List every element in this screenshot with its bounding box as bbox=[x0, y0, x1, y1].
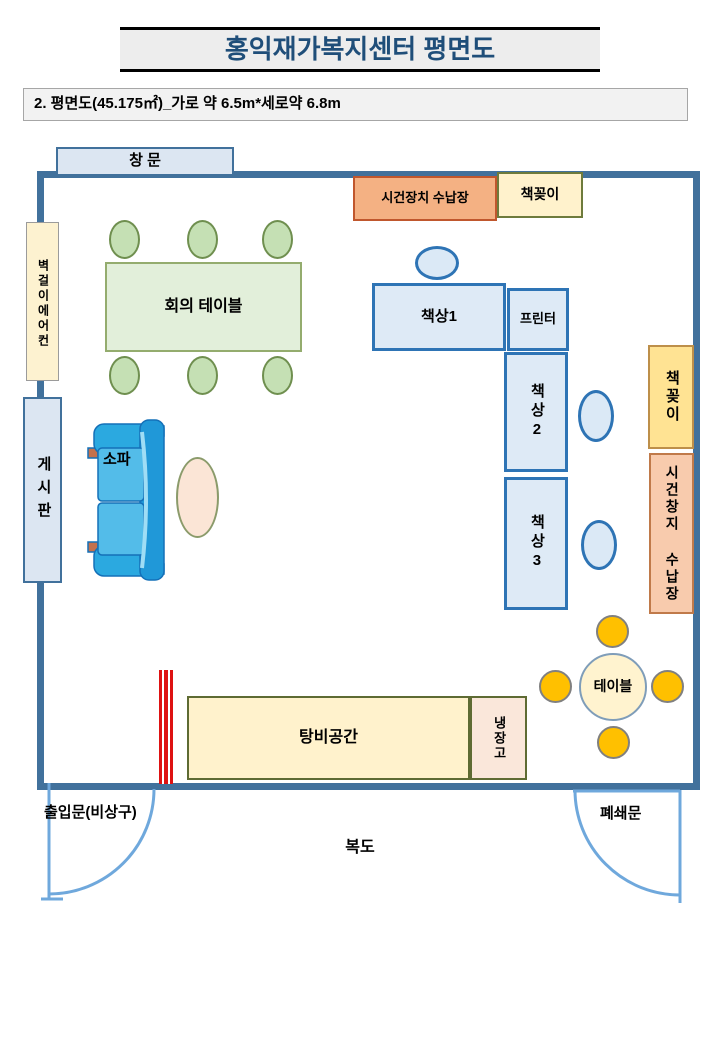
wall-air-conditioner-box: 벽걸이에어컨 bbox=[26, 222, 59, 381]
window-box: 창 문 bbox=[56, 147, 234, 176]
meeting-chair bbox=[187, 220, 218, 259]
desk3-box: 책상3 bbox=[504, 477, 568, 610]
closed-door-label: 폐쇄문 bbox=[600, 805, 642, 822]
table-chair bbox=[651, 670, 684, 703]
page-title: 홍익재가복지센터 평면도 bbox=[120, 27, 600, 72]
side-table-ellipse bbox=[176, 457, 219, 538]
locked-storage-right-box: 시건창지 수납장 bbox=[649, 453, 694, 614]
table-chair bbox=[539, 670, 572, 703]
fridge-box: 냉장고 bbox=[470, 696, 527, 780]
round-table-box: 테이블 bbox=[579, 653, 647, 721]
entrance-door-label: 출입문(비상구) bbox=[44, 804, 137, 821]
meeting-chair bbox=[109, 220, 140, 259]
locked-storage-top-box: 시건장치 수납장 bbox=[353, 176, 497, 221]
entrance-door-swing-icon bbox=[41, 783, 156, 901]
sofa-icon bbox=[87, 419, 165, 581]
emergency-stripe-marking bbox=[159, 670, 173, 784]
desk1-box: 책상1 bbox=[372, 283, 506, 351]
desk-chair bbox=[581, 520, 617, 570]
table-chair bbox=[596, 615, 629, 648]
desk-chair bbox=[415, 246, 459, 280]
bookshelf-right-box: 책꽂이 bbox=[648, 345, 694, 449]
printer-box: 프린터 bbox=[507, 288, 569, 351]
meeting-chair bbox=[109, 356, 140, 395]
table-chair bbox=[597, 726, 630, 759]
meeting-chair bbox=[187, 356, 218, 395]
pantry-box: 탕비공간 bbox=[187, 696, 470, 780]
desk-chair bbox=[578, 390, 614, 442]
plan-subtitle: 2. 평면도(45.175㎡)_가로 약 6.5m*세로약 6.8m bbox=[23, 88, 688, 121]
meeting-chair bbox=[262, 356, 293, 395]
bookshelf-top-box: 책꽂이 bbox=[497, 172, 583, 218]
closed-door-swing-icon bbox=[573, 789, 682, 903]
sofa-label: 소파 bbox=[103, 451, 131, 468]
bulletin-board-box: 게시판 bbox=[23, 397, 62, 583]
meeting-table-box: 회의 테이블 bbox=[105, 262, 302, 352]
meeting-chair bbox=[262, 220, 293, 259]
corridor-label: 복도 bbox=[345, 839, 375, 856]
desk2-box: 책상2 bbox=[504, 352, 568, 472]
